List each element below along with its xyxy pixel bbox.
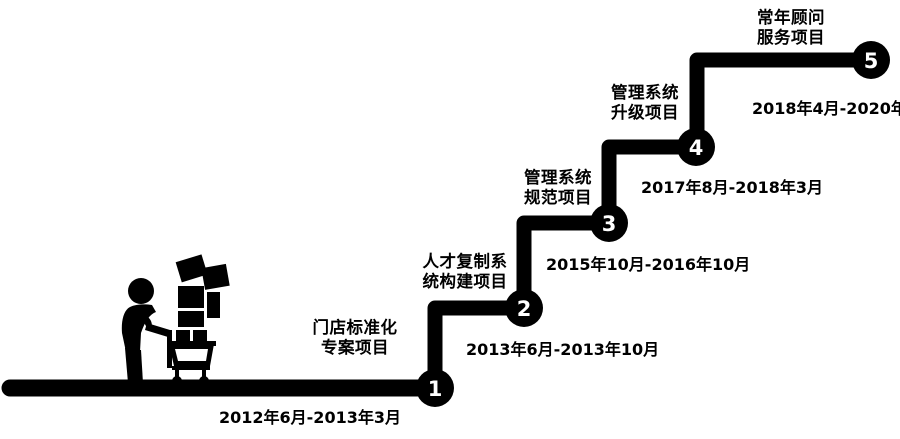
step-number-1: 1 <box>428 377 443 401</box>
step-title-4-line2: 升级项目 <box>611 103 679 123</box>
cart-leg-right <box>202 370 206 380</box>
step-number-4: 4 <box>689 136 704 160</box>
step-date-4: 2017年8月-2018年3月 <box>641 178 823 197</box>
cart-rail <box>168 341 216 346</box>
person-cart-illustration <box>121 254 230 386</box>
step-title-5-line2: 服务项目 <box>757 28 825 48</box>
step-title-1: 门店标准化 专案项目 <box>297 318 413 358</box>
box-tilted-left <box>175 254 208 283</box>
box-mid <box>178 311 204 327</box>
step-marker-3[interactable]: 3 <box>590 204 628 242</box>
staircase-path <box>1 52 879 397</box>
step-marker-2[interactable]: 2 <box>505 289 543 327</box>
step-marker-circle-2 <box>505 289 543 327</box>
box-upper <box>178 286 204 308</box>
cart-leg-left <box>175 370 179 380</box>
box-narrow-right <box>207 292 220 318</box>
step-title-4-line1: 管理系统 <box>611 83 679 102</box>
shopping-cart <box>145 323 216 386</box>
cart-frame-bottom <box>172 366 210 370</box>
step-date-5: 2018年4月-2020年 <box>752 99 900 118</box>
step-date-3: 2015年10月-2016年10月 <box>546 255 751 274</box>
step-title-5: 常年顾问 服务项目 <box>749 8 833 48</box>
step-title-4: 管理系统 升级项目 <box>603 83 687 123</box>
step-marker-circle-3 <box>590 204 628 242</box>
step-title-1-line2: 专案项目 <box>321 338 389 358</box>
step-marker-1[interactable]: 1 <box>416 369 454 407</box>
step-marker-4[interactable]: 4 <box>677 128 715 166</box>
person-torso <box>121 304 156 352</box>
person-arm <box>137 313 152 330</box>
box-tilted-right <box>201 263 230 290</box>
step-title-3-line1: 管理系统 <box>524 168 592 187</box>
step-title-5-line1: 常年顾问 <box>757 8 825 27</box>
step-title-2: 人才复制系 统构建项目 <box>415 252 515 292</box>
step-title-2-line2: 统构建项目 <box>422 272 508 292</box>
step-marker-circle-5 <box>852 41 890 79</box>
step-marker-circle-1 <box>416 369 454 407</box>
cart-frame-front <box>167 330 172 368</box>
person-head <box>128 278 154 304</box>
step-title-3-line2: 规范项目 <box>524 188 592 208</box>
staircase-line <box>2 52 879 396</box>
step-title-1-line1: 门店标准化 <box>312 318 398 337</box>
step-marker-circle-4 <box>677 128 715 166</box>
step-marker-5[interactable]: 5 <box>852 41 890 79</box>
step-number-2: 2 <box>517 297 532 321</box>
step-title-3: 管理系统 规范项目 <box>516 168 600 208</box>
cart-wheel-left <box>172 376 182 386</box>
step-date-2: 2013年6月-2013年10月 <box>466 340 660 359</box>
boxes-stack <box>175 254 230 349</box>
person-leg-front <box>131 350 143 383</box>
step-number-3: 3 <box>602 212 617 236</box>
step-title-2-line1: 人才复制系 <box>422 252 508 271</box>
person-silhouette <box>121 278 156 383</box>
cart-basket <box>169 344 214 366</box>
box-lower-seam <box>190 330 193 349</box>
step-number-5: 5 <box>864 49 879 73</box>
cart-wheel-right <box>199 376 209 386</box>
step-date-1: 2012年6月-2013年3月 <box>219 408 401 427</box>
